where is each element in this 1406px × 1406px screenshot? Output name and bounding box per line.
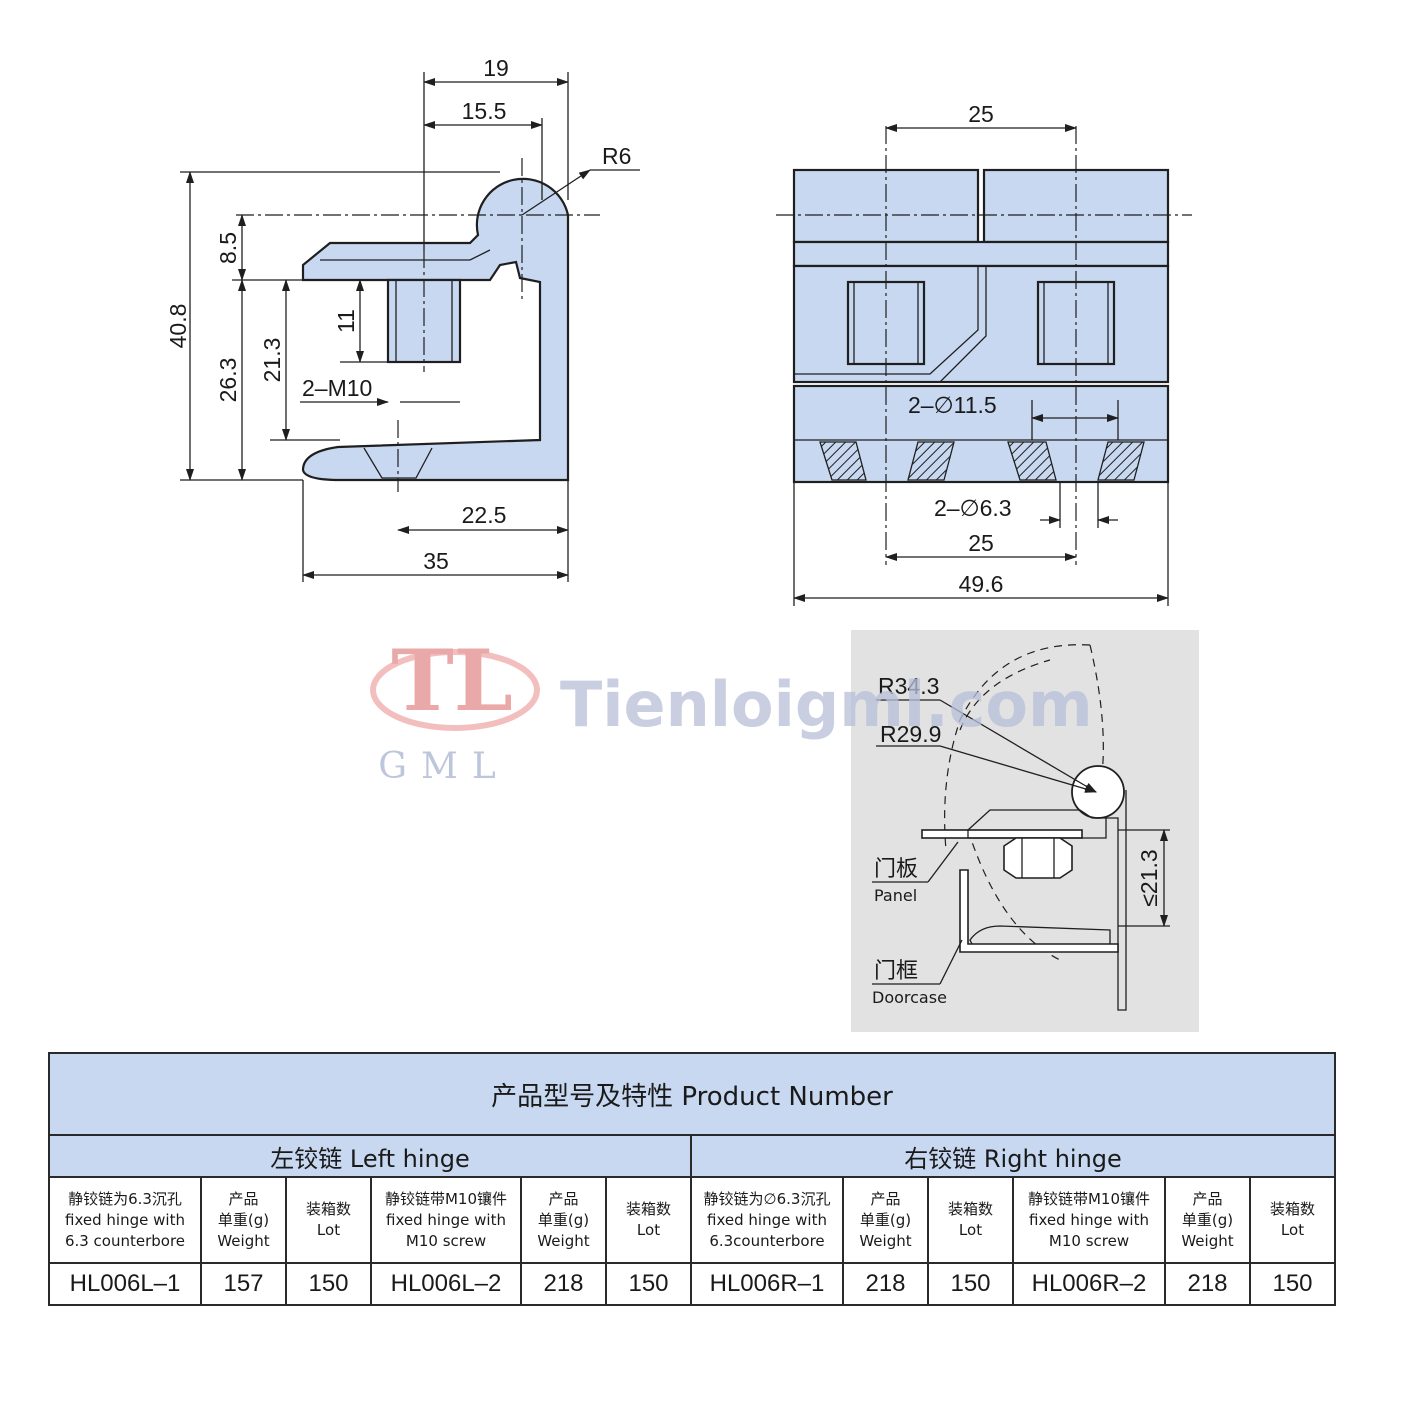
dim-8-5: 8.5 [215,232,241,264]
value-cell: 157 [200,1262,287,1306]
watermark: TL GML Tienloigml.com [370,631,1093,787]
watermark-sub: GML [378,746,510,787]
doorcase-label-en: Doorcase [872,988,947,1007]
dim-11: 11 [333,309,359,333]
table-row: HL006L–1 157 150 HL006L–2 218 150 HL006R… [48,1262,1337,1306]
header-cell: 产品单重(g)Weight [1164,1176,1251,1264]
dim-26-3: 26.3 [215,358,241,403]
watermark-logo: TL [391,631,513,730]
value-cell: HL006L–1 [48,1262,202,1306]
dim-22-5: 22.5 [462,502,507,528]
doorcase-label-cn: 门框 [874,959,918,984]
install-r29-9: R29.9 [880,721,941,747]
header-cell: 产品单重(g)Weight [520,1176,607,1264]
value-cell: 218 [1164,1262,1251,1306]
value-cell: HL006L–2 [370,1262,522,1306]
dim-dia-11-5: 2–∅11.5 [908,392,997,418]
right-hinge-group: 右铰链 Right hinge [689,1134,1337,1178]
dim-r6: R6 [602,143,631,169]
technical-drawing: 19 15.5 R6 40.8 8.5 26.3 21.3 11 2–M10 2… [165,55,1199,1032]
dim-15-5: 15.5 [462,98,507,124]
dim-21-3: 21.3 [259,338,285,383]
panel-plate [921,829,1083,839]
dim-m10: 2–M10 [302,375,372,401]
countersink-3 [1007,441,1057,481]
front-view: 25 2–∅11.5 2–∅6.3 25 49.6 [776,101,1192,606]
countersink-2 [907,441,955,481]
install-r34-3: R34.3 [878,673,939,699]
panel-label-en: Panel [874,886,917,905]
doorcase-frame [959,869,1119,953]
product-number-table: 产品型号及特性 Product Number 左铰链 Left hinge 右铰… [47,1052,1337,1306]
value-cell: HL006R–1 [690,1262,844,1306]
dim-40-8: 40.8 [165,304,191,349]
dim-25-bottom: 25 [968,530,994,556]
header-cell: 产品单重(g)Weight [200,1176,287,1264]
dim-35: 35 [423,548,449,574]
side-view-body [301,177,570,482]
value-cell: 150 [285,1262,372,1306]
install-dim-21-3: ≤21.3 [1136,849,1162,906]
left-hinge-group: 左铰链 Left hinge [48,1134,692,1178]
value-cell: HL006R–2 [1012,1262,1166,1306]
dim-25-top: 25 [968,101,994,127]
value-cell: 150 [1248,1262,1337,1306]
side-view: 19 15.5 R6 40.8 8.5 26.3 21.3 11 2–M10 2… [165,55,640,582]
panel-label-cn: 门板 [874,857,918,882]
dim-49-6: 49.6 [959,571,1004,597]
dim-dia-6-3: 2–∅6.3 [934,495,1012,521]
table-title: 产品型号及特性 Product Number [47,1052,1337,1136]
dim-19: 19 [483,55,509,81]
value-cell: 150 [927,1262,1014,1306]
value-cell: 218 [842,1262,929,1306]
value-cell: 218 [520,1262,607,1306]
countersink-4 [1097,441,1145,481]
countersink-1 [819,441,867,481]
install-view: R34.3 R29.9 ≤21.3 门板 Panel 门框 Doorcase [851,630,1199,1032]
watermark-logo-swoosh [370,649,540,731]
install-nut [1003,837,1073,879]
value-cell: 150 [605,1262,692,1306]
watermark-site: Tienloigml.com [560,668,1093,741]
header-cell: 产品单重(g)Weight [842,1176,929,1264]
